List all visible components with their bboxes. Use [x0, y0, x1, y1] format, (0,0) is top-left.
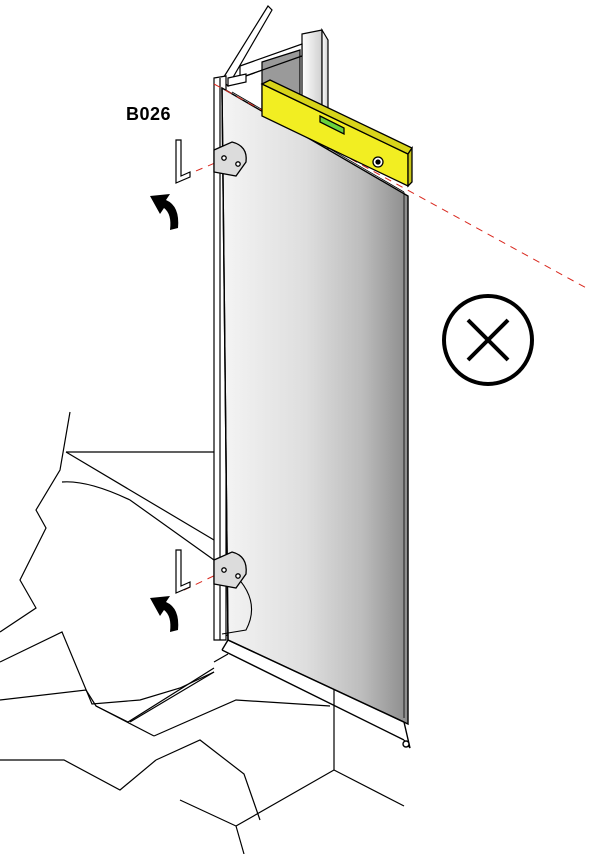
part-number-label: B026	[126, 104, 172, 124]
upper-hinge-bracket	[213, 141, 247, 177]
allen-key-icon-lower	[175, 549, 191, 594]
glass-panel	[221, 86, 411, 749]
lower-hinge-bracket	[213, 551, 247, 589]
cross-in-circle-icon	[442, 294, 534, 386]
curved-arrow-icon	[150, 194, 179, 230]
spirit-level-icon	[260, 79, 413, 188]
curved-arrow-icon-lower	[150, 596, 179, 632]
allen-key-icon	[175, 139, 191, 184]
floor-outline	[0, 411, 405, 854]
